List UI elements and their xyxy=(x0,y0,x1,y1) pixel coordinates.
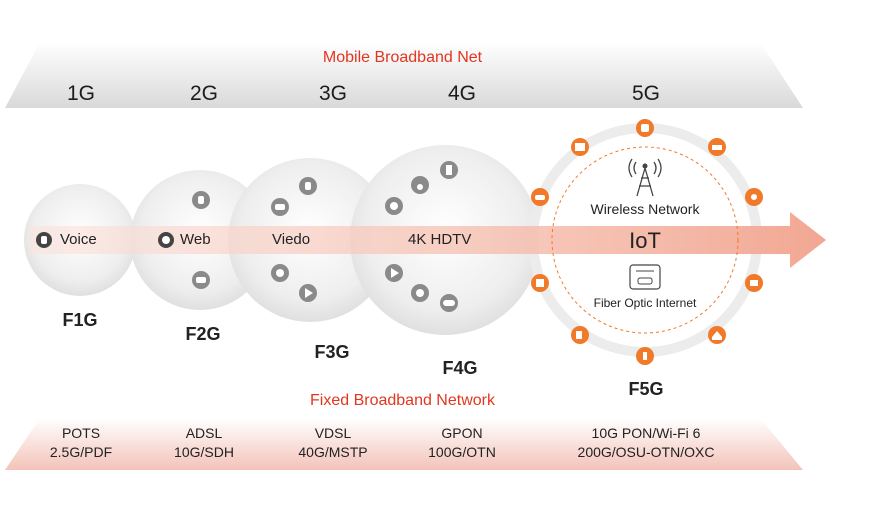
hdtv-label: 4K HDTV xyxy=(408,231,472,248)
tech-f2g-line2: 10G/SDH xyxy=(174,444,234,460)
tech-f3g: VDSL 40G/MSTP xyxy=(248,424,418,462)
gen-label-3: 3G xyxy=(318,82,347,105)
video-label: Viedo xyxy=(272,231,311,248)
fgen-label-1: F1G xyxy=(62,310,98,330)
fiber-terminal-icon xyxy=(629,264,661,290)
fixed-band xyxy=(5,418,803,470)
progress-arrow xyxy=(30,212,826,268)
fixed-title: Fixed Broadband Network xyxy=(310,392,495,409)
mobile-title: Mobile Broadband Net xyxy=(322,49,483,66)
fiber-optic-label: Fiber Optic Internet xyxy=(593,296,697,310)
tech-f5g: 10G PON/Wi-Fi 6 200G/OSU-OTN/OXC xyxy=(561,424,731,462)
mobile-band xyxy=(5,42,803,108)
tech-f2g-line1: ADSL xyxy=(185,425,223,441)
tech-f5g-line1: 10G PON/Wi-Fi 6 xyxy=(591,425,701,441)
tech-f4g-line2: 100G/OTN xyxy=(428,444,496,460)
tech-f3g-line2: 40G/MSTP xyxy=(298,444,368,460)
gen-label-4: 4G xyxy=(447,82,476,105)
tech-f5g-line2: 200G/OSU-OTN/OXC xyxy=(577,444,715,460)
tech-f2g: ADSL 10G/SDH xyxy=(119,424,289,462)
tech-f1g-line1: POTS xyxy=(61,425,101,441)
fgen-label-3: F3G xyxy=(314,342,350,362)
gen-label-1: 1G xyxy=(66,82,95,105)
tech-f1g-line2: 2.5G/PDF xyxy=(49,444,113,460)
tech-f4g: GPON 100G/OTN xyxy=(377,424,547,462)
tech-f1g: POTS 2.5G/PDF xyxy=(0,424,166,462)
fgen-label-4: F4G xyxy=(442,358,478,378)
gen-label-2: 2G xyxy=(189,82,218,105)
wireless-network-label: Wireless Network xyxy=(590,201,700,217)
gen-label-5: 5G xyxy=(631,82,660,105)
iot-dashed-ring xyxy=(551,146,739,334)
cell-tower-icon xyxy=(628,158,662,197)
tech-f4g-line1: GPON xyxy=(441,425,483,441)
tech-f3g-line1: VDSL xyxy=(314,425,352,441)
voice-label: Voice xyxy=(60,231,97,248)
iot-label: IoT xyxy=(629,228,661,253)
web-label: Web xyxy=(180,231,211,248)
fgen-label-5: F5G xyxy=(628,379,664,399)
fgen-label-2: F2G xyxy=(185,324,221,344)
